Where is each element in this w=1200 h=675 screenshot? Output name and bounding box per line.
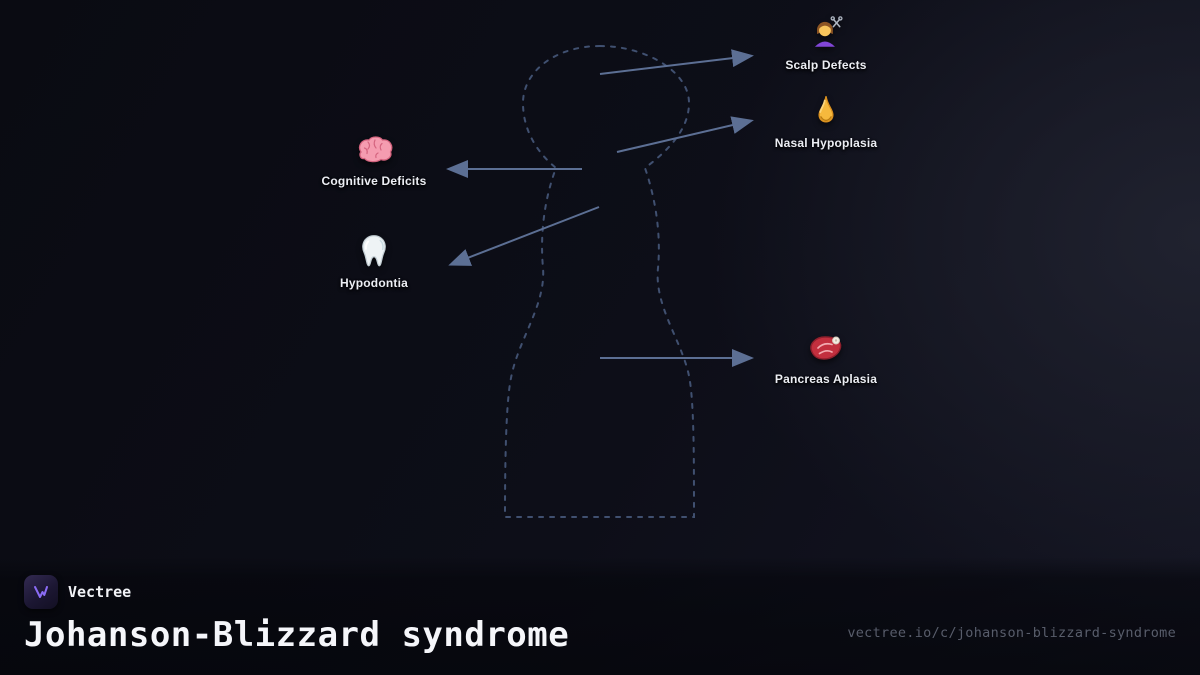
page-title: Johanson-Blizzard syndrome xyxy=(24,615,570,655)
node-label: Cognitive Deficits xyxy=(321,174,427,188)
node-pancreas-aplasia: Pancreas Aplasia xyxy=(736,328,916,386)
steak-icon xyxy=(736,328,916,368)
footer: Vectree Johanson-Blizzard syndrome vectr… xyxy=(0,557,1200,675)
page-url: vectree.io/c/johanson-blizzard-syndrome xyxy=(847,625,1176,641)
node-cognitive-deficits: Cognitive Deficits xyxy=(284,130,464,188)
edge-nasal-hypoplasia xyxy=(616,116,754,153)
body-outline-icon xyxy=(503,44,696,518)
haircut-icon xyxy=(736,14,916,54)
vectree-logo-icon xyxy=(34,586,48,598)
node-label: Hypodontia xyxy=(340,276,408,290)
node-nasal-hypoplasia: Nasal Hypoplasia xyxy=(736,92,916,150)
tooth-icon xyxy=(284,232,464,272)
nose-icon xyxy=(736,92,916,132)
node-label: Pancreas Aplasia xyxy=(774,372,878,386)
node-hypodontia: Hypodontia xyxy=(284,232,464,290)
vectree-logo xyxy=(24,575,58,609)
node-scalp-defects: Scalp Defects xyxy=(736,14,916,72)
edge-scalp-defects xyxy=(599,49,754,75)
edge-hypodontia xyxy=(448,206,600,266)
node-label: Scalp Defects xyxy=(785,58,867,72)
brain-icon xyxy=(284,130,464,170)
brand: Vectree xyxy=(24,575,131,609)
node-label: Nasal Hypoplasia xyxy=(774,136,878,150)
brand-name: Vectree xyxy=(68,583,132,601)
edge-arrows xyxy=(446,49,754,367)
